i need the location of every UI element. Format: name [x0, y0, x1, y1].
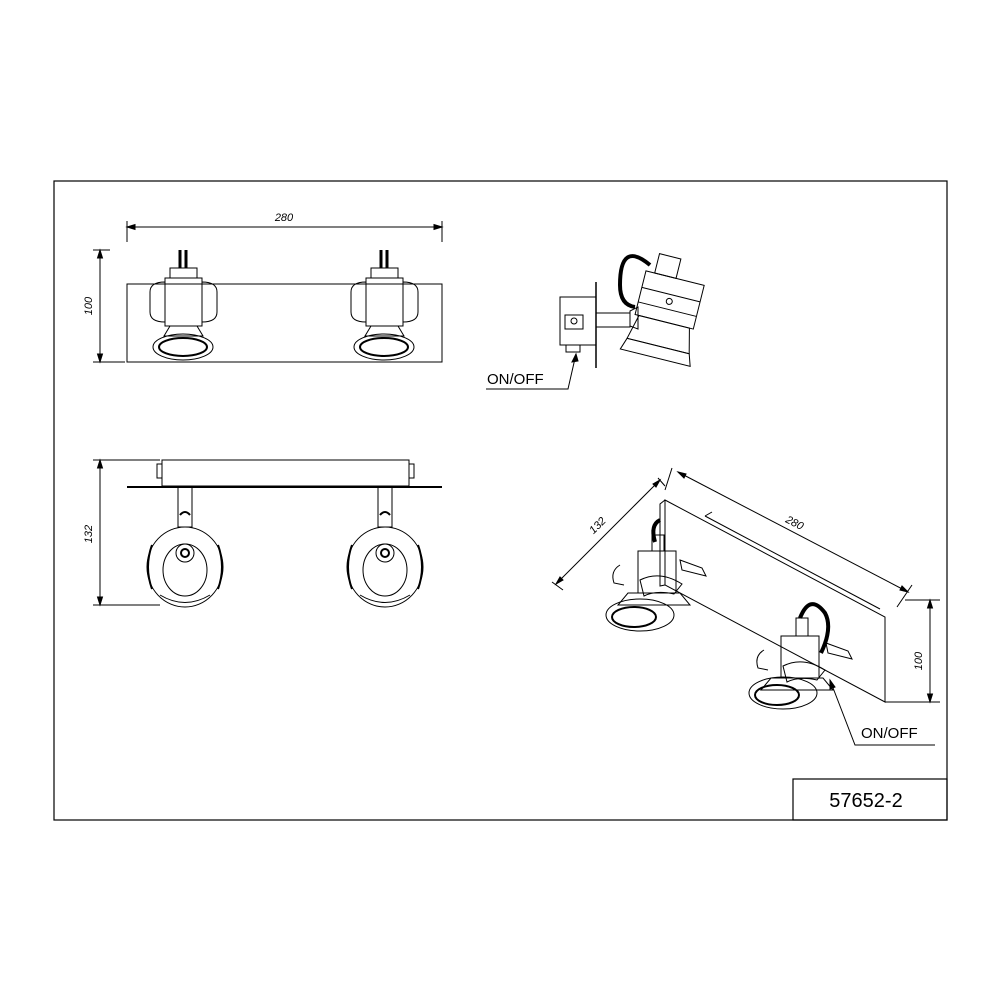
switch-icon	[564, 314, 584, 330]
front-width-label: 280	[274, 212, 294, 224]
title-block: 57652-2	[792, 778, 948, 821]
iso-cable	[798, 602, 831, 654]
iso-height-label: 100	[913, 651, 925, 670]
front-backplate	[126, 283, 443, 363]
top-backplate	[161, 459, 410, 487]
iso-height-dimension	[885, 598, 940, 704]
side-switch-leader	[486, 353, 577, 390]
side-cable	[617, 254, 652, 309]
front-spotlight-left	[149, 250, 218, 361]
top-spotlight-left	[146, 486, 224, 608]
top-view	[93, 458, 442, 608]
iso-depth-label: 132	[587, 515, 608, 536]
iso-depth-dimension	[551, 477, 666, 591]
side-switch-label: ON/OFF	[487, 371, 544, 388]
iso-width-dimension	[664, 467, 913, 608]
front-height-label: 100	[83, 296, 95, 315]
front-view	[93, 221, 444, 364]
side-arm	[595, 312, 631, 328]
iso-width-label: 280	[783, 513, 806, 533]
iso-switch-label: ON/OFF	[861, 725, 918, 742]
top-spotlight-right	[346, 486, 424, 608]
side-spot-head	[619, 253, 705, 368]
sheet-border	[53, 180, 948, 821]
article-number: 57652-2	[829, 790, 902, 812]
front-height-dimension	[93, 248, 125, 364]
front-width-dimension	[125, 221, 444, 242]
isometric-view	[551, 467, 940, 746]
iso-backplate	[664, 499, 886, 703]
side-view	[486, 253, 705, 390]
top-depth-label: 132	[83, 525, 95, 543]
iso-spotlight-right	[748, 602, 853, 710]
front-spotlight-right	[350, 250, 419, 361]
iso-switch-leader	[829, 679, 935, 746]
iso-spotlight-left	[605, 518, 707, 632]
top-depth-dimension	[93, 458, 160, 607]
